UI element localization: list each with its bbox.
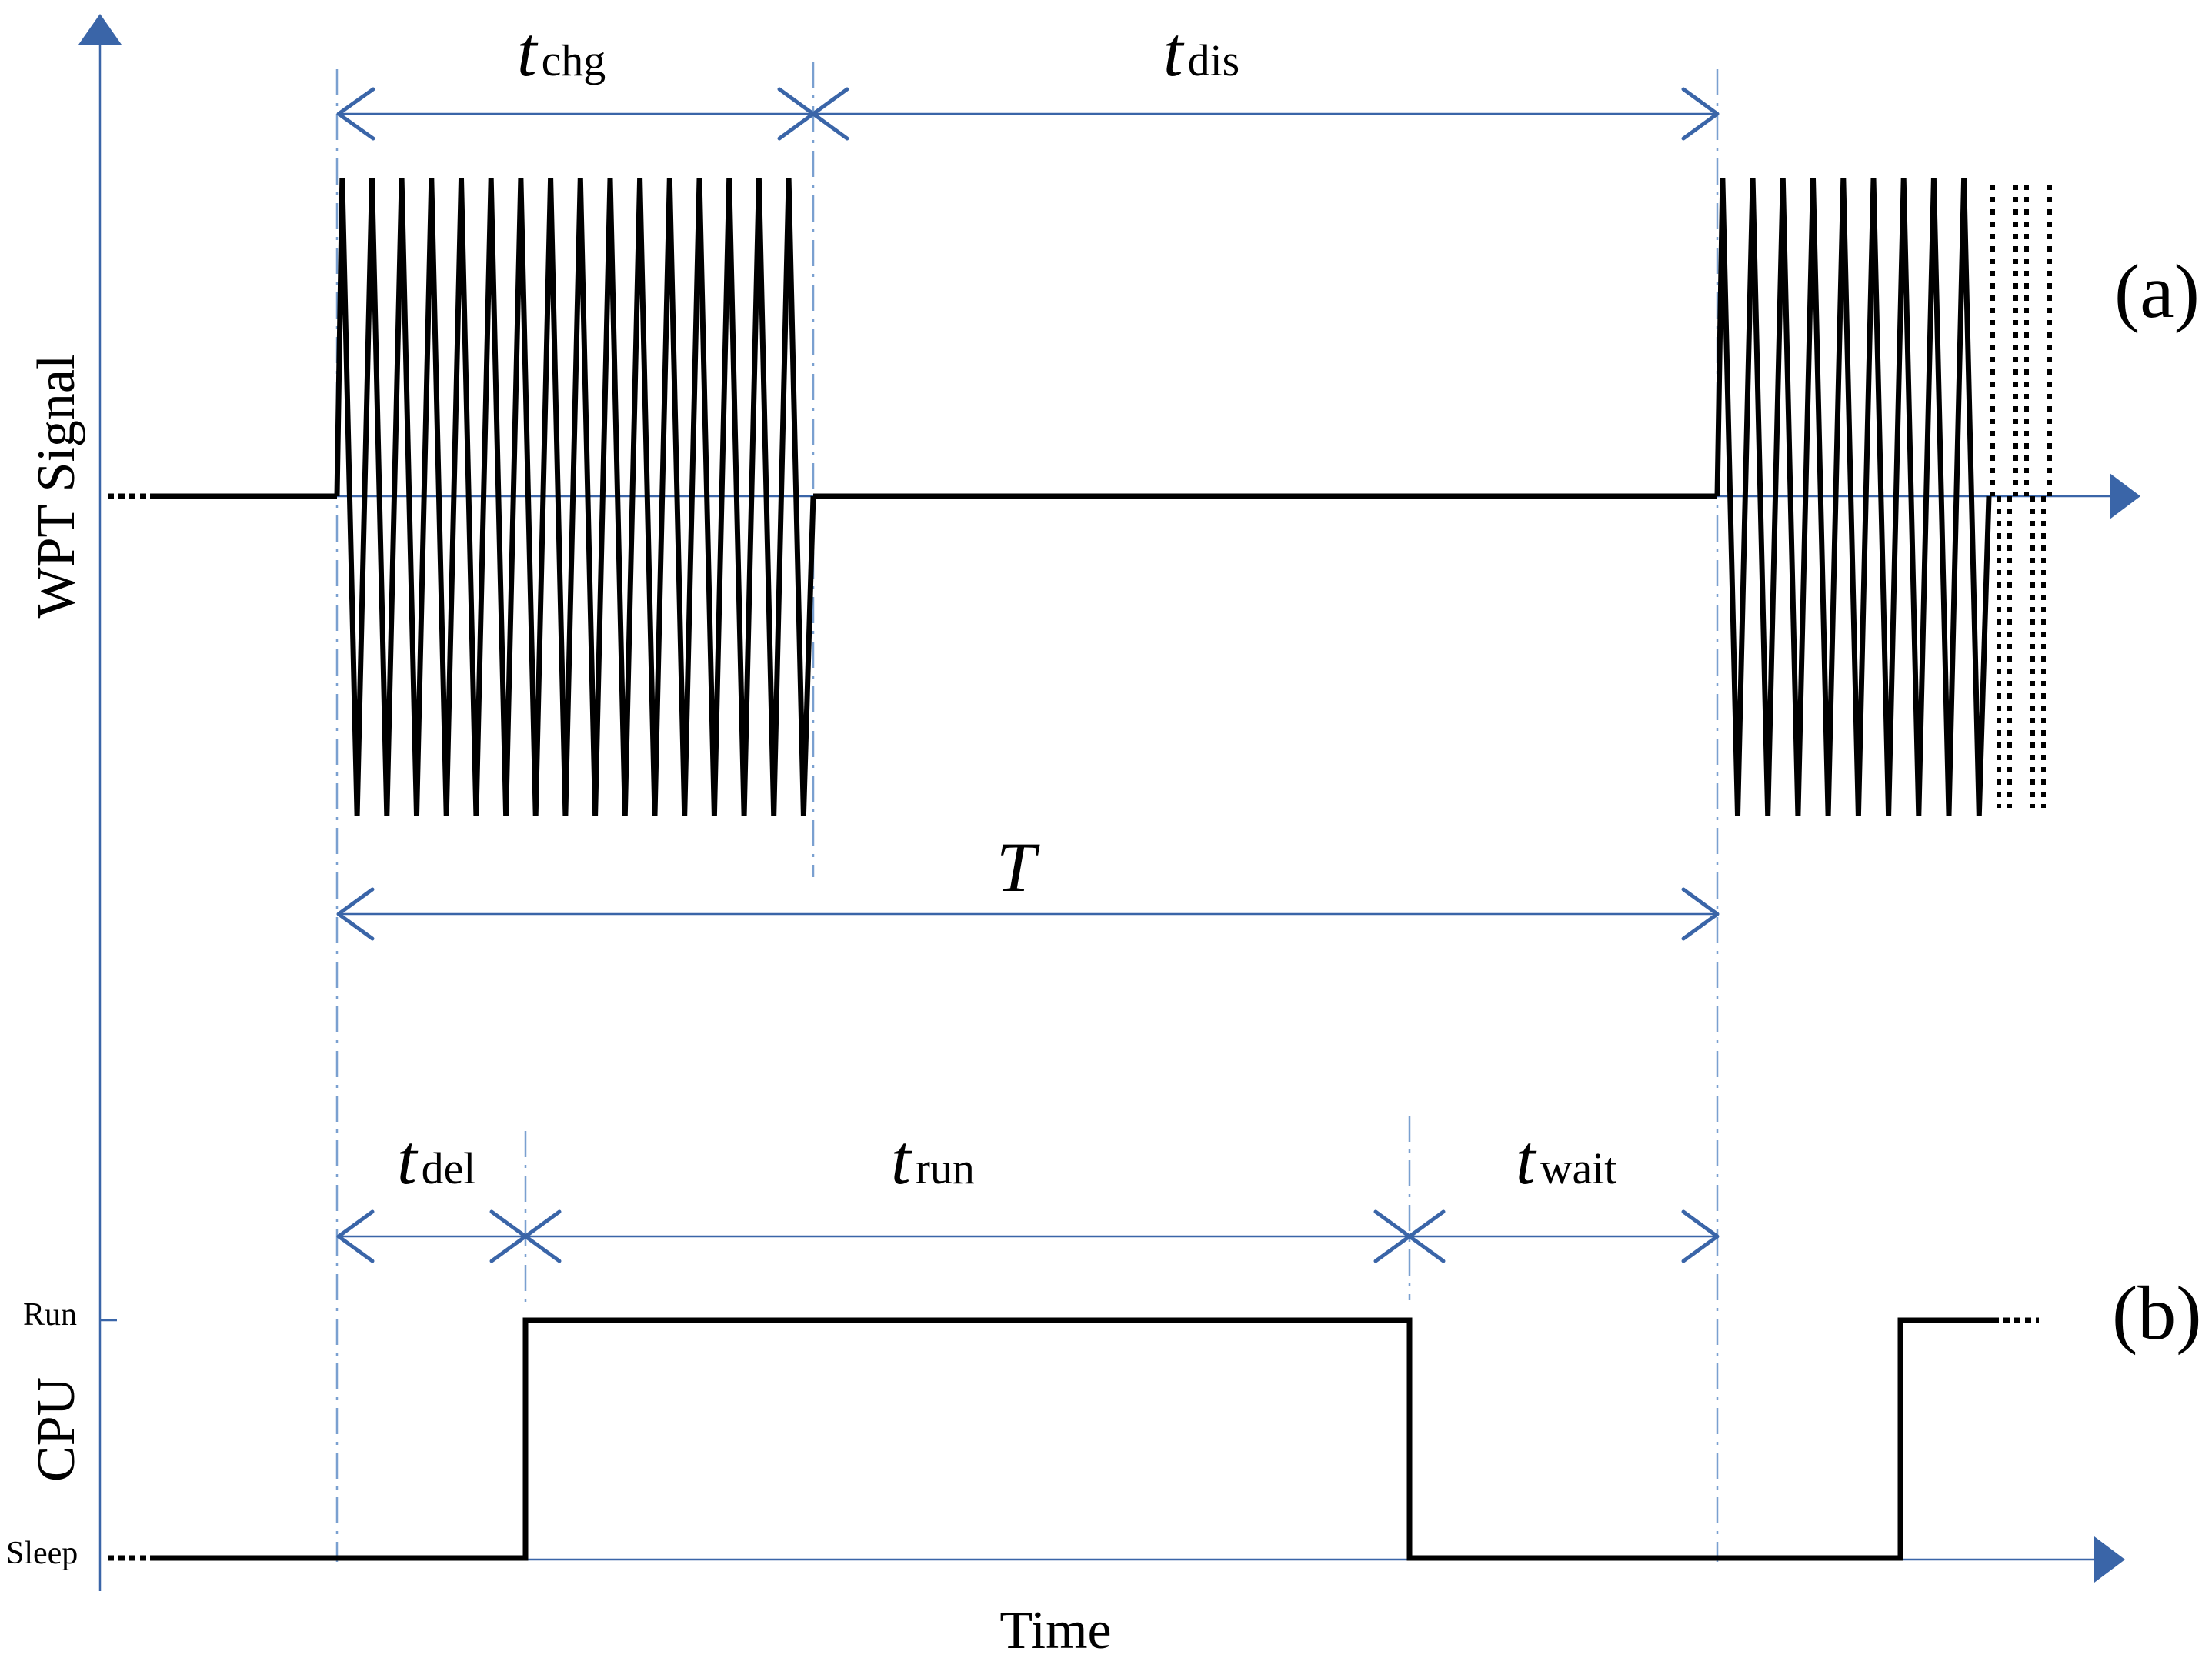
wpt-burst-continuation-dotted (1990, 185, 2052, 808)
panel-a-label: (a) (2114, 249, 2200, 334)
cpu-signal (108, 1317, 2039, 1561)
cpu-state-waveform (150, 1317, 1993, 1561)
sleep-level-label: Sleep (6, 1536, 78, 1571)
time-axis-title: Time (999, 1601, 1111, 1658)
t-run-left-arrowhead-icon (523, 1209, 562, 1263)
y-axis-arrow-icon (78, 14, 122, 45)
panel-b-label: (b) (2112, 1270, 2202, 1356)
wpt-burst-charging-1 (334, 178, 816, 816)
t-dis-right-arrowhead-icon (1681, 87, 1720, 141)
period-right-arrowhead-icon (1681, 887, 1720, 941)
cpu-axis-title: CPU (27, 1377, 86, 1482)
t-chg-left-arrowhead-icon (336, 87, 375, 141)
period-left-arrowhead-icon (336, 887, 375, 941)
t-wait-left-arrowhead-icon (1407, 1209, 1446, 1263)
run-level-label: Run (23, 1297, 77, 1333)
wpt-burst-charging-2 (1714, 178, 1992, 816)
t-wait-right-arrowhead-icon (1681, 1209, 1720, 1263)
guide-lines (335, 62, 1719, 1562)
t-dis-left-arrowhead-icon (811, 87, 849, 141)
cpu-x-axis-arrow-icon (2094, 1536, 2125, 1583)
wpt-signal-axis-title: WPT Signal (27, 355, 86, 619)
wpt-signal (108, 178, 2052, 816)
period-label: T (996, 828, 1040, 906)
wpt-x-axis-arrow-icon (2110, 473, 2140, 519)
dimension-arrows (336, 87, 1720, 1263)
t-del-left-arrowhead-icon (336, 1209, 375, 1263)
